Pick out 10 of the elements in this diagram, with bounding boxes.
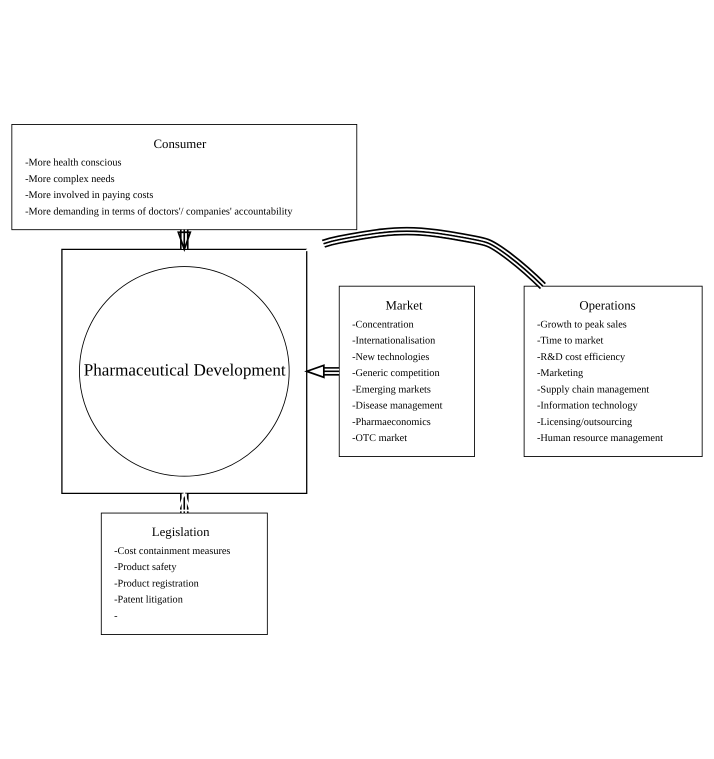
node-circle: Pharmaceutical Development — [79, 266, 290, 477]
node-box: Consumer -More health conscious -More complex needs -More involved in paying costs -More demanding in terms of doctors'/ companies' accountability — [11, 124, 358, 230]
node-box: Market -Concentration -Internationalisation -New technologies -Generic competition -Emerging markets -Disease management -Pharmaeconomics -OTC market — [338, 286, 475, 457]
arrow — [177, 490, 192, 513]
arrow — [177, 230, 192, 252]
arrow — [304, 364, 340, 379]
cluster — [61, 248, 308, 494]
node-box: Operations -Growth to peak sales -Time to market -R&D cost efficiency -Marketing -Supply chain management -Information technology -Licensing/outsourcing -Human resource management — [524, 286, 703, 457]
node-box: Legislation -Cost containment measures -Product safety -Product registration -Patent litigation - — [100, 512, 268, 635]
arrow — [304, 226, 546, 290]
